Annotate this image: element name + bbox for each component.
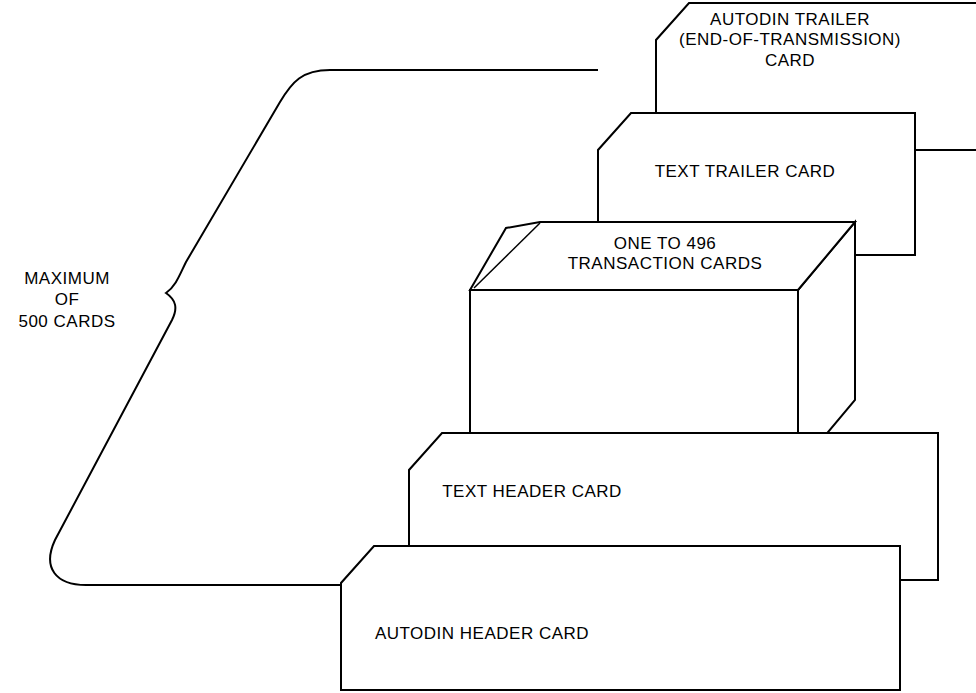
card-label: TEXT HEADER CARD	[442, 482, 622, 502]
card-label: ONE TO 496 TRANSACTION CARDS	[568, 234, 763, 275]
card-label: AUTODIN TRAILER (END-OF-TRANSMISSION) CA…	[679, 10, 901, 71]
card-shape	[341, 546, 900, 690]
card-label: AUTODIN HEADER CARD	[375, 624, 589, 644]
deck-top	[470, 222, 855, 290]
card-label: TEXT TRAILER CARD	[655, 162, 836, 182]
card-outline	[340, 545, 900, 690]
bracket-label: MAXIMUM OF 500 CARDS	[18, 268, 115, 332]
deck-bevel	[474, 223, 540, 288]
transaction-deck: ONE TO 496 TRANSACTION CARDS	[470, 222, 855, 468]
header-card: AUTODIN HEADER CARD	[340, 545, 900, 690]
